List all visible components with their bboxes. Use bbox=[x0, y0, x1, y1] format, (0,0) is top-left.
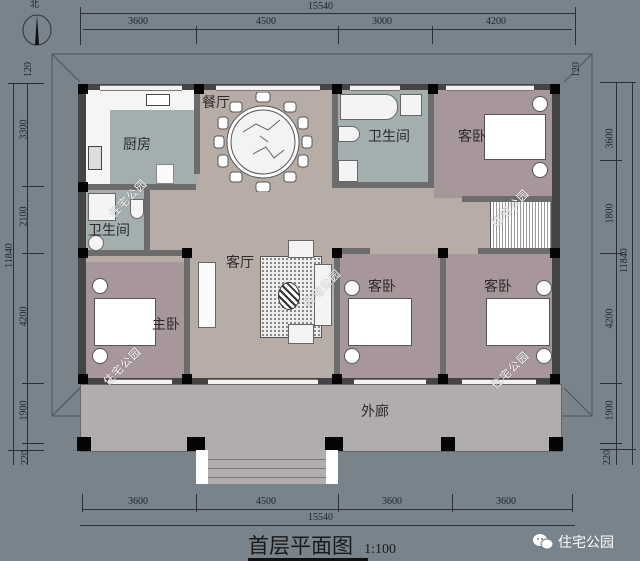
dim-left-seg-220: 220 bbox=[20, 450, 31, 465]
dim-bottom-total: 15540 bbox=[308, 512, 333, 523]
dim-bottom-seg-4: 3600 bbox=[496, 496, 516, 507]
entrance-steps bbox=[196, 450, 338, 484]
dim-bottom-seg-1: 3600 bbox=[128, 496, 148, 507]
stove-icon bbox=[88, 146, 102, 170]
guest-bedroom-middle bbox=[340, 254, 440, 380]
dim-left-seg-2100: 2100 bbox=[18, 206, 30, 227]
dim-top-seg-4: 4200 bbox=[486, 16, 506, 27]
dim-top-total: 15540 bbox=[308, 1, 333, 12]
dim-bottom-seg-2: 4500 bbox=[256, 496, 276, 507]
nightstand-icon bbox=[536, 348, 552, 364]
dim-left-total: 11840 bbox=[3, 243, 15, 268]
compass-needle-icon bbox=[22, 14, 52, 46]
toilet-icon bbox=[338, 126, 360, 142]
dim-right-seg-1900: 1900 bbox=[604, 400, 616, 421]
sofa-icon bbox=[288, 324, 314, 344]
room-label-guest-top-right: 客卧 bbox=[458, 129, 486, 145]
brand-name: 住宅公园 bbox=[558, 535, 614, 551]
room-label-dining: 餐厅 bbox=[202, 95, 230, 111]
fridge-icon bbox=[156, 164, 174, 184]
kitchen-area bbox=[86, 90, 198, 185]
bed-icon bbox=[348, 298, 412, 346]
bathroom-left bbox=[86, 191, 146, 251]
dim-right-total: 11840 bbox=[618, 248, 630, 273]
guest-bedroom-right bbox=[446, 254, 552, 380]
nightstand-icon bbox=[532, 96, 548, 112]
room-label-kitchen: 厨房 bbox=[123, 137, 151, 153]
master-bedroom bbox=[86, 262, 190, 380]
dim-left-seg-3300: 3300 bbox=[18, 119, 30, 140]
drawing-scale: 1:100 bbox=[364, 542, 396, 557]
dim-left-seg-4200: 4200 bbox=[18, 306, 30, 327]
nightstand-icon bbox=[92, 348, 108, 364]
dim-right-seg-1800: 1800 bbox=[604, 203, 616, 224]
sofa-icon bbox=[314, 264, 332, 326]
dim-top-seg-1: 3600 bbox=[128, 16, 148, 27]
bathroom-top bbox=[336, 90, 428, 182]
room-label-guest-right: 客卧 bbox=[484, 279, 512, 295]
nightstand-icon bbox=[532, 162, 548, 178]
room-label-living: 客厅 bbox=[226, 255, 254, 271]
dim-left-seg-120: 120 bbox=[23, 62, 34, 77]
porch-area: 外廊 bbox=[77, 384, 563, 452]
drawing-title-main: 首层平面图 bbox=[248, 534, 353, 558]
round-dining-table-icon bbox=[213, 92, 313, 192]
dim-left-seg-1900: 1900 bbox=[18, 400, 30, 421]
bed-icon bbox=[484, 114, 546, 160]
room-label-bath-left: 卫生间 bbox=[88, 223, 130, 239]
wechat-icon bbox=[533, 534, 554, 550]
compass-north-label: 北 bbox=[30, 0, 40, 10]
room-label-bath-top: 卫生间 bbox=[368, 129, 410, 145]
guest-bedroom-top-right bbox=[434, 90, 552, 252]
coffee-table-icon bbox=[278, 282, 300, 310]
nightstand-icon bbox=[344, 280, 360, 296]
nightstand-icon bbox=[344, 348, 360, 364]
shower-icon bbox=[88, 193, 116, 221]
bathtub-icon bbox=[340, 94, 398, 120]
dim-top-seg-3: 3000 bbox=[372, 16, 392, 27]
nightstand-icon bbox=[92, 278, 108, 294]
room-label-porch: 外廊 bbox=[361, 404, 389, 420]
bed-icon bbox=[94, 298, 156, 346]
wardrobe-icon bbox=[490, 198, 552, 252]
nightstand-icon bbox=[536, 280, 552, 296]
sink-icon bbox=[338, 160, 358, 182]
bed-icon bbox=[486, 298, 550, 346]
dim-bottom-seg-3: 3600 bbox=[382, 496, 402, 507]
north-compass: 北 bbox=[20, 0, 52, 52]
floor-plan: 厨房 餐厅 卫生间 客 bbox=[78, 84, 560, 385]
basin-icon bbox=[400, 94, 422, 116]
room-label-master: 主卧 bbox=[152, 317, 180, 333]
toilet-icon bbox=[130, 199, 144, 219]
dim-right-seg-3600: 3600 bbox=[604, 128, 616, 149]
brand-watermark: 住宅公园 bbox=[532, 532, 614, 552]
sofa-icon bbox=[288, 240, 314, 258]
tv-cabinet-icon bbox=[198, 262, 216, 328]
sink-icon bbox=[146, 94, 170, 106]
dim-top-seg-2: 4500 bbox=[256, 16, 276, 27]
dim-right-seg-220: 220 bbox=[602, 450, 613, 465]
room-label-guest-mid: 客卧 bbox=[368, 279, 396, 295]
drawing-title: 首层平面图 1:100 bbox=[248, 530, 396, 561]
dim-right-seg-4200: 4200 bbox=[604, 308, 616, 329]
